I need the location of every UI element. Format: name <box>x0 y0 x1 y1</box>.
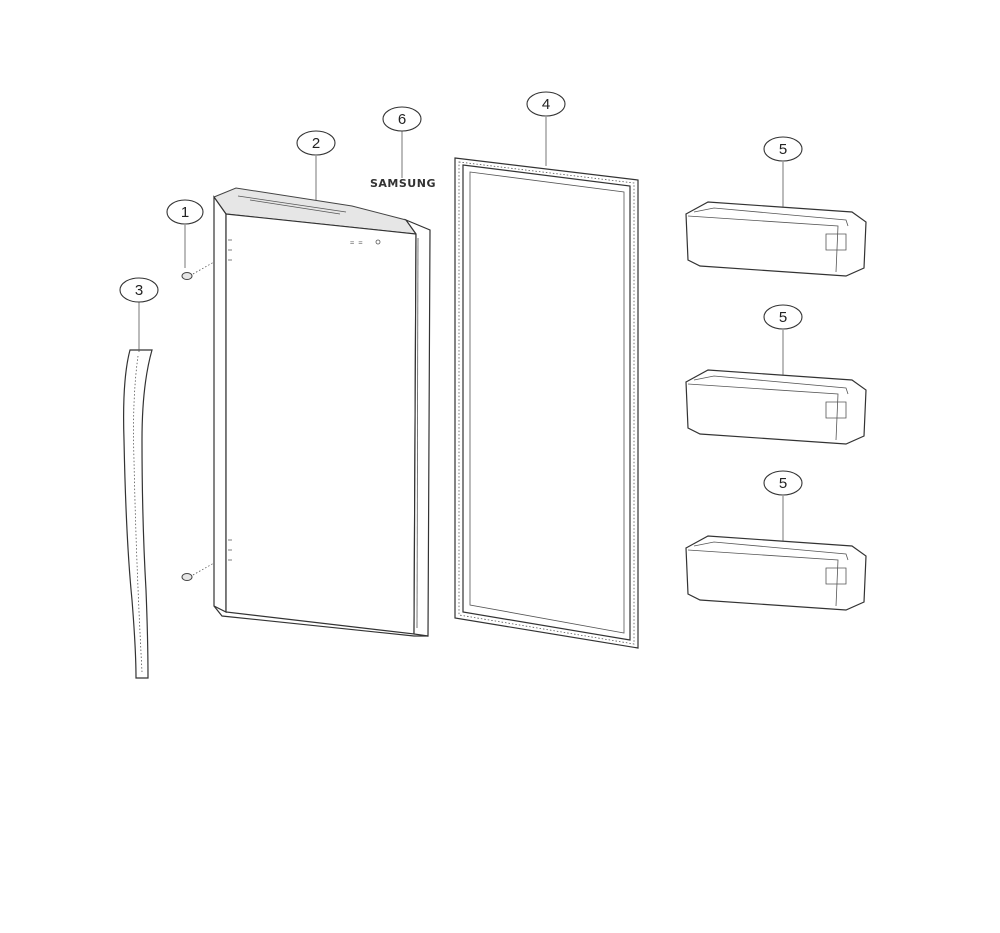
part-1-screws <box>181 261 215 581</box>
callout-3: 3 <box>119 277 159 303</box>
part-2-door-panel: = = <box>213 187 431 637</box>
callout-5-bottom-label: 5 <box>779 475 787 492</box>
part-5-door-bin-middle <box>685 369 867 445</box>
part-3-handle-strip <box>123 349 153 679</box>
callout-2: 2 <box>296 130 336 156</box>
svg-text:= =: = = <box>350 239 363 247</box>
leader-lines <box>138 117 784 542</box>
callout-3-label: 3 <box>135 282 143 299</box>
callout-1: 1 <box>166 199 204 225</box>
part-6-logo-badge: SAMSUNG <box>370 177 436 190</box>
callout-2-label: 2 <box>312 135 320 152</box>
part-4-door-gasket <box>454 157 639 649</box>
callout-5-top: 5 <box>763 136 803 162</box>
part-5-door-bin-bottom <box>685 535 867 611</box>
part-5-door-bin-top <box>685 201 867 277</box>
callout-5-middle: 5 <box>763 304 803 330</box>
logo-text: SAMSUNG <box>370 177 436 190</box>
callout-6: 6 <box>382 106 422 132</box>
callout-6-label: 6 <box>398 111 406 128</box>
callout-4: 4 <box>526 91 566 117</box>
callout-5-middle-label: 5 <box>779 309 787 326</box>
callout-1-label: 1 <box>181 204 189 221</box>
callout-5-bottom: 5 <box>763 470 803 496</box>
callout-4-label: 4 <box>542 96 550 113</box>
callout-5-top-label: 5 <box>779 141 787 158</box>
